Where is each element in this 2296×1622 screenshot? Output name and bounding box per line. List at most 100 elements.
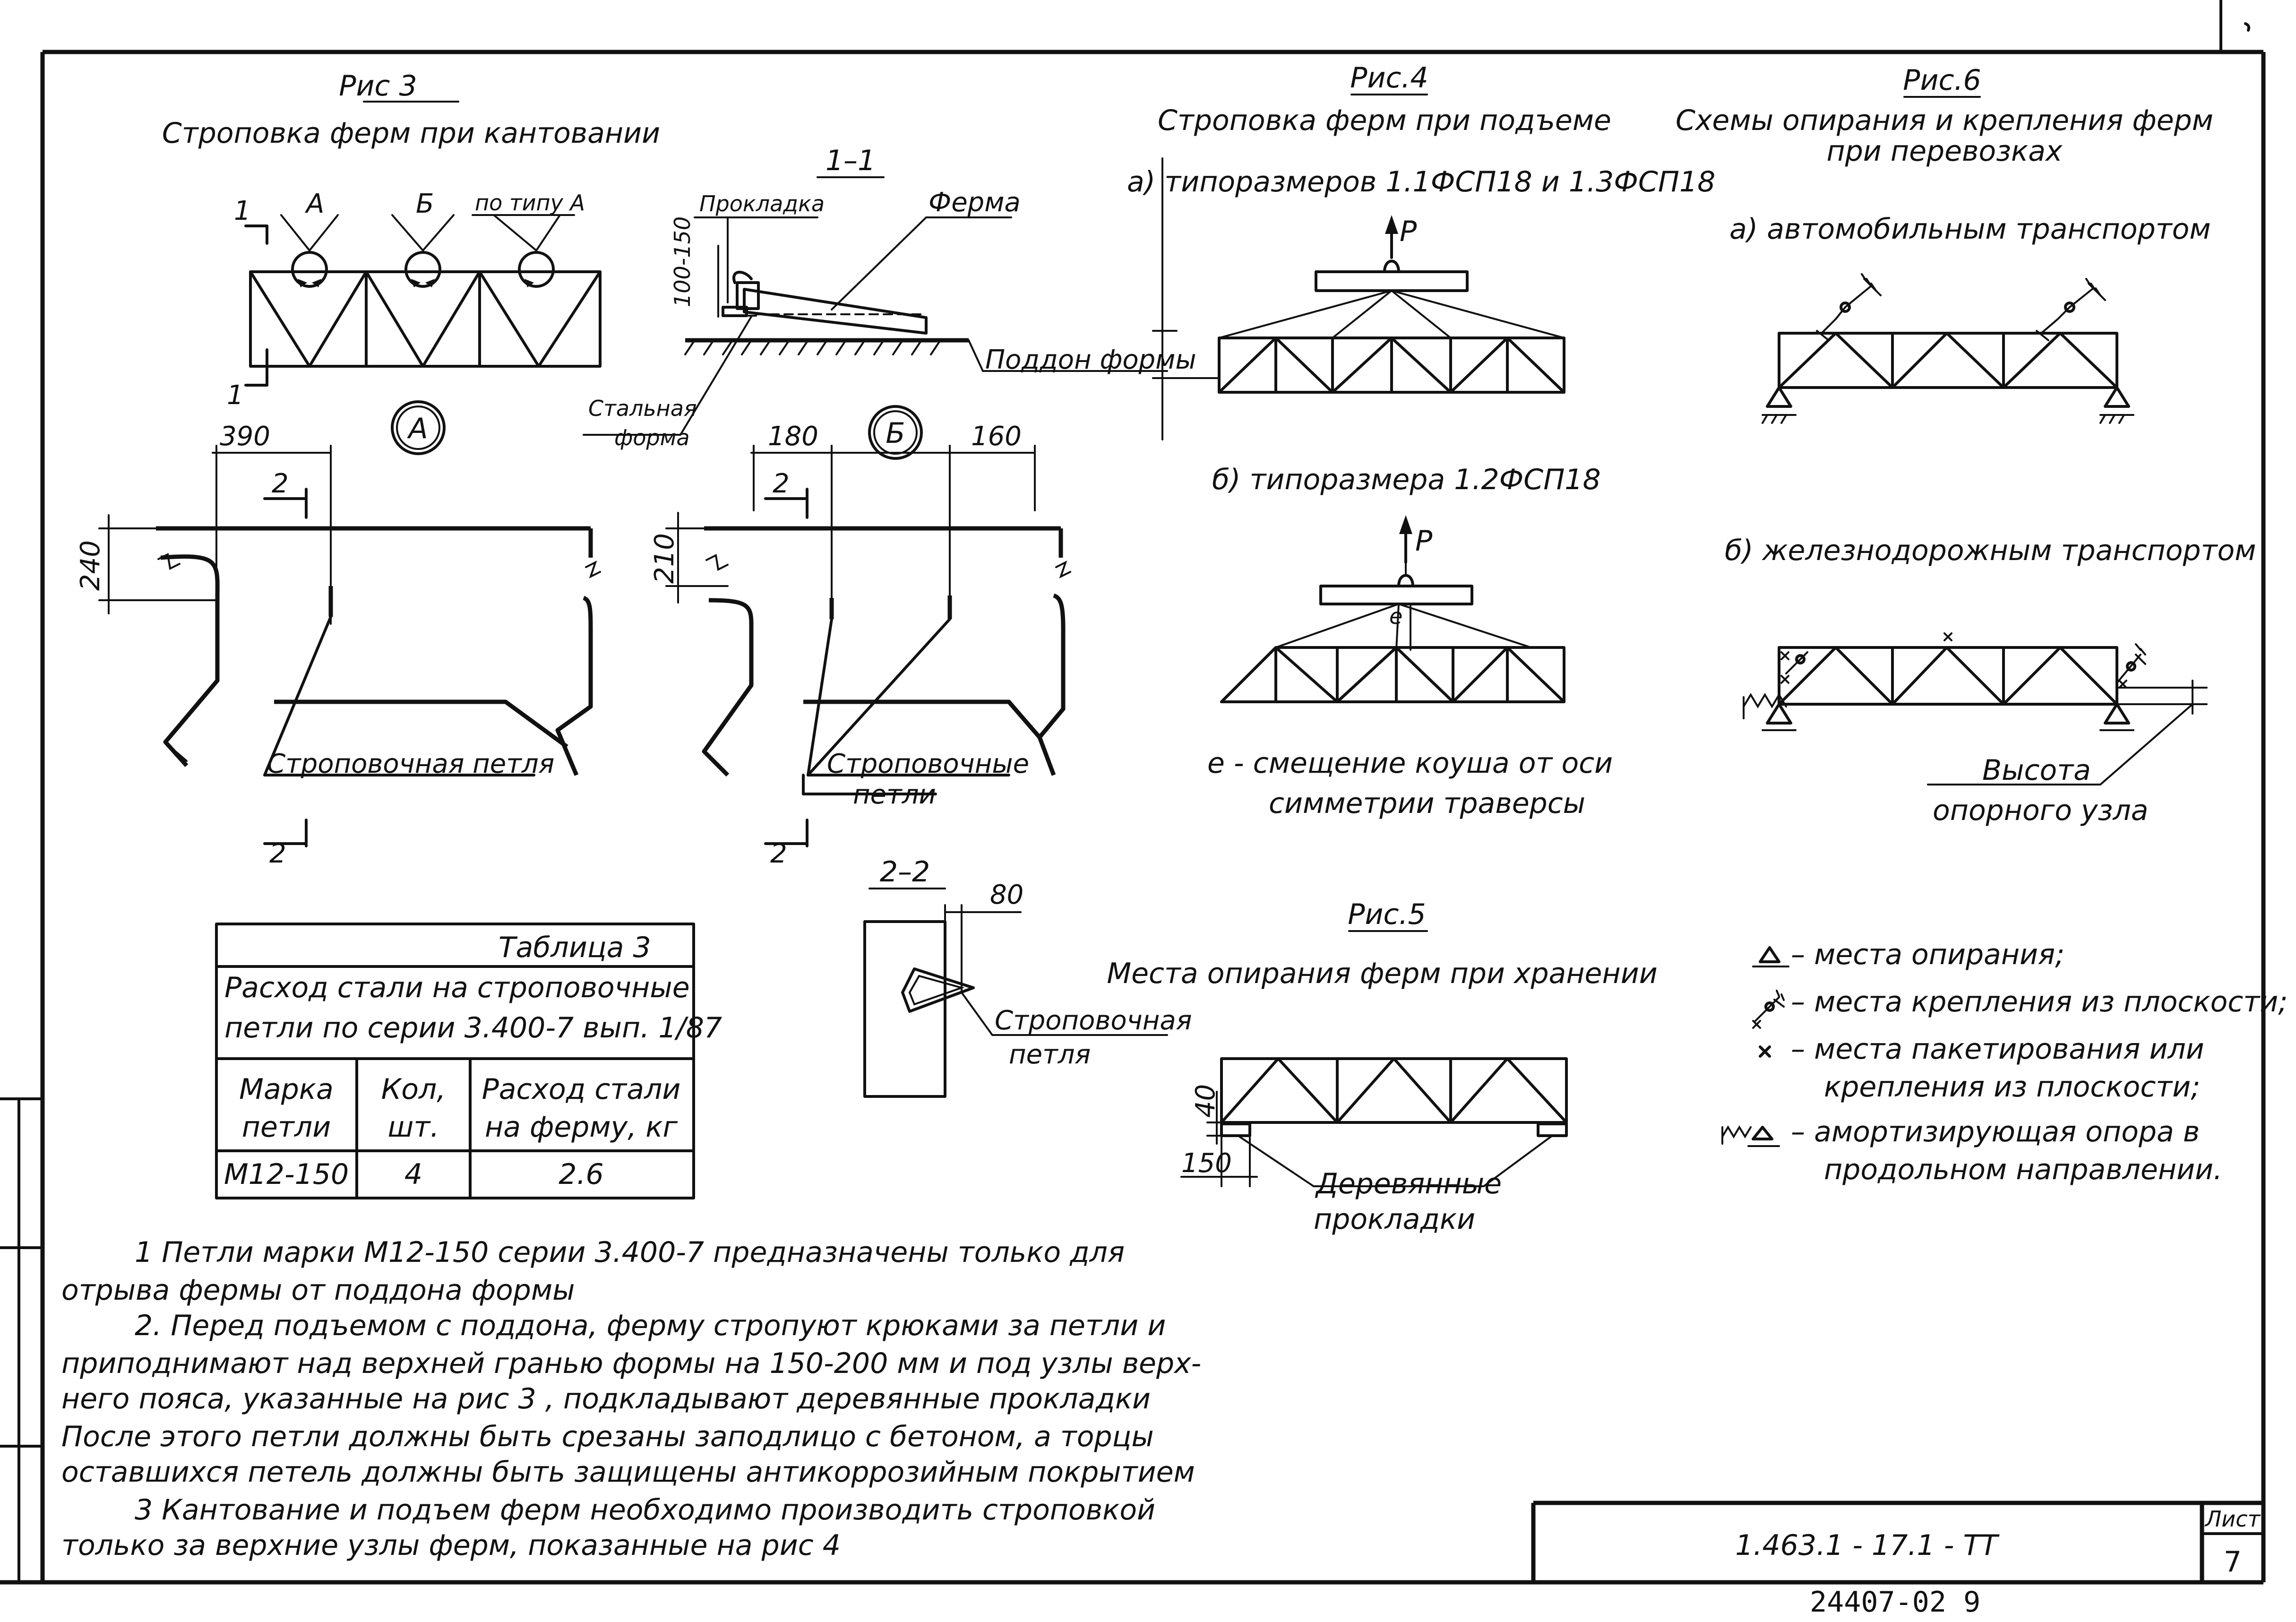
stal-label-2: форма [614, 425, 690, 450]
detail-b-circle: Б [886, 417, 905, 450]
fig5-block: Рис.5 Места опирания ферм при хранении [1107, 898, 1658, 1187]
fig4-truss-b [1220, 515, 1565, 703]
poddon-label: Поддон формы [985, 345, 1196, 375]
stamp-code: 1.463.1 - 17.1 - ТТ [1735, 1529, 2000, 1562]
title-stamp [1531, 1501, 2265, 1582]
legend-support: – места опирания; [1791, 938, 2064, 971]
ferma-label: Ферма [929, 187, 1021, 218]
section1-top-label: 1 [234, 196, 251, 226]
fig4-note-1: e - смещение коуша от оси [1207, 747, 1613, 780]
fig3-block: Рис 3 Строповка ферм при кантовании 1 [75, 69, 1071, 869]
fig4-block: Рис.4 Строповка ферм при подъеме а) типо… [1127, 61, 1715, 820]
dim-80: 80 [990, 880, 1023, 910]
support-symbol-icon [1759, 946, 1780, 963]
fig5-subtitle: Места опирания ферм при хранении [1107, 957, 1657, 990]
dim-210: 210 [649, 533, 680, 584]
fig6-truss-b [1743, 632, 2208, 785]
note-3b: только за верхние узлы ферм, показанные … [61, 1529, 841, 1562]
section2-b-bottom: 2 [770, 838, 787, 869]
fig6-a-label: а) автомобильным транспортом [1729, 213, 2211, 246]
note-2c: него пояса, указанные на рис 3 , подклад… [61, 1382, 1151, 1415]
fig6-height-1: Высота [1982, 754, 2091, 787]
note-2e: оставшихся петель должны быть защищены а… [61, 1456, 1195, 1489]
notes: 1 Петли марки М12-150 серии 3.400-7 пред… [61, 1236, 1201, 1562]
fig4-title: Рис.4 [1350, 61, 1428, 95]
section2-a-top: 2 [272, 468, 289, 499]
legend [1721, 946, 1789, 1147]
fig4-a-label: а) типоразмеров 1.1ФСП18 и 1.3ФСП18 [1127, 165, 1715, 198]
loops-label-2: петли [853, 779, 936, 810]
table3-h3-1: Расход стали [482, 1073, 681, 1106]
packing-symbol-icon [1759, 1045, 1771, 1058]
dim-100-150: 100-150 [670, 216, 695, 307]
section-1-1: 1–1 [583, 144, 1168, 436]
fig4-p-b: P [1415, 525, 1433, 558]
table3-caption-2: петли по серии 3.400-7 вып. 1/87 [224, 1011, 722, 1044]
fig6-truss-a [1762, 273, 2134, 424]
note-2d: После этого петли должны быть срезаны за… [61, 1420, 1154, 1453]
table3 [215, 923, 695, 1199]
detail-b-drawing [665, 445, 1071, 847]
fig6-subtitle-1: Схемы опирания и крепления ферм [1676, 104, 2213, 137]
legend-packing-1: – места пакетирования или [1791, 1033, 2204, 1066]
legend-damper-1: – амортизирующая опора в [1791, 1115, 2200, 1148]
fig4-subtitle: Строповка ферм при подъеме [1158, 104, 1611, 137]
note-1b: отрыва фермы от поддона формы [61, 1274, 575, 1307]
note-1a: 1 Петли марки М12-150 серии 3.400-7 пред… [135, 1236, 1125, 1269]
fig4-p-a: P [1400, 215, 1417, 248]
fig6-subtitle-2: при перевозках [1826, 135, 2063, 168]
legend-packing-2: крепления из плоскости; [1824, 1070, 2200, 1104]
stamp-sheet-number: 7 [2224, 1545, 2242, 1579]
node-type-a-label: по типу А [475, 190, 585, 216]
fig3-subtitle: Строповка ферм при кантовании [162, 117, 660, 150]
dim-180: 180 [768, 421, 818, 452]
section2-b-top: 2 [773, 468, 790, 499]
table3-h1-2: петли [242, 1111, 331, 1144]
fig5-wood-2: прокладки [1314, 1203, 1475, 1236]
table3-cell-mark: М12-150 [224, 1158, 349, 1191]
loop-22-label-1: Строповочная [995, 1005, 1192, 1036]
fig5-dim-150: 150 [1181, 1148, 1232, 1179]
loop-22-label-2: петля [1009, 1039, 1091, 1070]
sheet-frame [0, 0, 2266, 1585]
fig6-title: Рис.6 [1903, 64, 1981, 97]
fig6-block: Рис.6 Схемы опирания и крепления ферм пр… [1676, 64, 2256, 827]
fig6-height-2: опорного узла [1933, 794, 2149, 827]
loop-single-label: Строповочная петля [267, 749, 554, 779]
section2-a-bottom: 2 [269, 838, 286, 869]
table3-h1-1: Марка [239, 1073, 334, 1106]
fig3-truss [244, 214, 602, 387]
dim-390: 390 [220, 421, 270, 452]
fig4-note-2: симметрии траверсы [1269, 787, 1585, 820]
fig4-b-label: б) типоразмера 1.2ФСП18 [1212, 463, 1601, 496]
damper-symbol-icon [1721, 1125, 1752, 1139]
legend-damper-2: продольном направлении. [1824, 1153, 2222, 1186]
section-2-2: 2–2 [863, 855, 1168, 1098]
fig4-e-mark: e [1389, 604, 1402, 629]
fig5-dim-40: 40 [1190, 1084, 1221, 1118]
section1-bottom-label: 1 [227, 380, 244, 411]
table3-caption-1: Расход стали на строповочные [224, 971, 690, 1004]
inventory-number: 24407-02 9 [1810, 1586, 1980, 1619]
dim-160: 160 [971, 421, 1022, 452]
table3-h2-2: шт. [388, 1111, 439, 1144]
loops-label-1: Строповочные [827, 749, 1029, 779]
legend-fastening: – места крепления из плоскости; [1791, 985, 2288, 1018]
node-a-label: А [305, 189, 324, 219]
dim-240: 240 [75, 540, 106, 591]
section11-title: 1–1 [826, 144, 876, 177]
table3-h3-2: на ферму, кг [485, 1111, 678, 1144]
table3-cell-count: 4 [404, 1158, 422, 1191]
fig3-title: Рис 3 [339, 69, 417, 103]
detail-a-drawing [98, 445, 601, 847]
prokladka-label: Прокладка [699, 191, 825, 216]
note-2a: 2. Перед подъемом с поддона, ферму строп… [135, 1309, 1166, 1342]
note-2b: приподнимают над верхней гранью формы на… [61, 1347, 1201, 1380]
fig5-wood-1: Деревянные [1315, 1167, 1502, 1200]
fig6-b-label: б) железнодорожным транспортом [1725, 534, 2256, 567]
table3-title: Таблица 3 [499, 931, 651, 964]
section22-title: 2–2 [880, 855, 930, 889]
node-b-label: Б [416, 189, 434, 219]
